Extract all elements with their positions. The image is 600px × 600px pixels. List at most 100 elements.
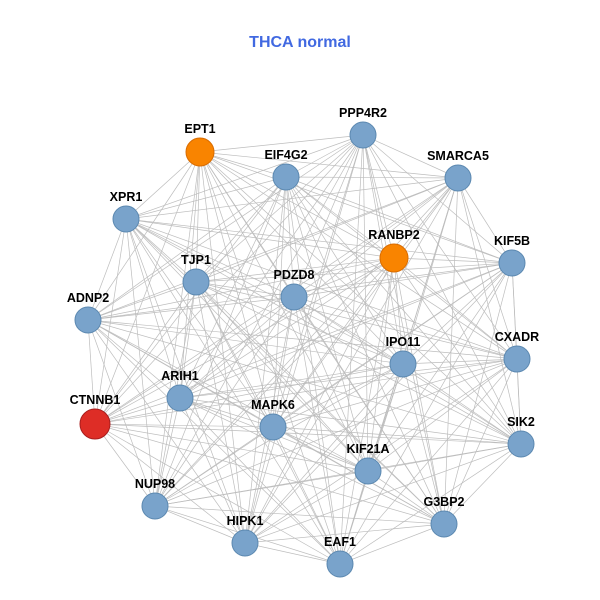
edge-RANBP2-EAF1 xyxy=(339,257,395,565)
node-label-SMARCA5: SMARCA5 xyxy=(427,149,489,163)
edge-EIF4G2-HIPK1 xyxy=(244,176,287,544)
edge-RANBP2-CXADR xyxy=(393,257,518,360)
edge-CTNNB1-G3BP2 xyxy=(94,423,445,525)
edge-KIF5B-CTNNB1 xyxy=(94,262,513,425)
edge-KIF21A-G3BP2 xyxy=(367,470,445,525)
edge-PDZD8-ADNP2 xyxy=(87,296,295,321)
edge-KIF5B-KIF21A xyxy=(367,262,513,472)
edge-SMARCA5-RANBP2 xyxy=(393,177,459,259)
edge-EIF4G2-TJP1 xyxy=(195,176,287,283)
node-KIF21A xyxy=(354,457,382,485)
node-PPP4R2 xyxy=(349,121,377,149)
edge-MAPK6-EAF1 xyxy=(272,426,341,565)
edge-PPP4R2-EIF4G2 xyxy=(285,134,364,178)
edge-NUP98-HIPK1 xyxy=(154,505,246,544)
edge-IPO11-SIK2 xyxy=(402,363,522,445)
edge-SMARCA5-PDZD8 xyxy=(293,177,459,298)
edge-CTNNB1-NUP98 xyxy=(94,423,156,507)
node-EPT1 xyxy=(185,137,215,167)
edge-EIF4G2-IPO11 xyxy=(285,176,404,365)
edge-KIF5B-EAF1 xyxy=(339,262,513,565)
edge-SIK2-EAF1 xyxy=(339,443,522,565)
edge-CXADR-CTNNB1 xyxy=(94,358,518,425)
edge-EPT1-EAF1 xyxy=(199,151,341,565)
node-NUP98 xyxy=(141,492,169,520)
edge-XPR1-EAF1 xyxy=(125,218,341,565)
node-ADNP2 xyxy=(74,306,102,334)
edge-ADNP2-SIK2 xyxy=(87,319,522,445)
edge-RANBP2-IPO11 xyxy=(393,257,404,365)
node-G3BP2 xyxy=(430,510,458,538)
node-PDZD8 xyxy=(280,283,308,311)
edge-SMARCA5-CXADR xyxy=(457,177,518,360)
node-label-ARIH1: ARIH1 xyxy=(161,369,199,383)
edge-PPP4R2-KIF5B xyxy=(362,134,513,264)
node-label-CXADR: CXADR xyxy=(495,330,539,344)
node-label-EPT1: EPT1 xyxy=(184,122,215,136)
edge-PPP4R2-HIPK1 xyxy=(244,134,364,544)
edge-TJP1-ARIH1 xyxy=(179,281,197,399)
edge-KIF5B-NUP98 xyxy=(154,262,513,507)
edge-SMARCA5-KIF5B xyxy=(457,177,513,264)
edge-TJP1-CXADR xyxy=(195,281,518,360)
edge-PDZD8-ARIH1 xyxy=(179,296,295,399)
edge-PDZD8-CXADR xyxy=(293,296,518,360)
edge-XPR1-NUP98 xyxy=(125,218,156,507)
edge-ARIH1-NUP98 xyxy=(154,397,181,507)
edge-EIF4G2-NUP98 xyxy=(154,176,287,507)
edge-RANBP2-KIF5B xyxy=(393,257,513,264)
edge-EIF4G2-G3BP2 xyxy=(285,176,445,525)
edge-EIF4G2-EAF1 xyxy=(285,176,341,565)
node-SMARCA5 xyxy=(444,164,472,192)
edge-ADNP2-CXADR xyxy=(87,319,518,360)
edge-ARIH1-SIK2 xyxy=(179,397,522,445)
edge-XPR1-TJP1 xyxy=(125,218,197,283)
edge-PPP4R2-EAF1 xyxy=(339,134,364,565)
edge-TJP1-ADNP2 xyxy=(87,281,197,321)
node-label-ADNP2: ADNP2 xyxy=(67,291,109,305)
edge-CTNNB1-KIF21A xyxy=(94,423,369,472)
edge-HIPK1-EAF1 xyxy=(244,542,341,565)
edge-PDZD8-KIF21A xyxy=(293,296,369,472)
node-CXADR xyxy=(503,345,531,373)
edge-SIK2-HIPK1 xyxy=(244,443,522,544)
edge-PDZD8-CTNNB1 xyxy=(94,296,295,425)
edge-KIF5B-TJP1 xyxy=(195,262,513,283)
edge-RANBP2-SIK2 xyxy=(393,257,522,445)
node-TJP1 xyxy=(182,268,210,296)
node-XPR1 xyxy=(112,205,140,233)
edge-CTNNB1-SIK2 xyxy=(94,423,522,445)
edge-TJP1-G3BP2 xyxy=(195,281,445,525)
edge-XPR1-IPO11 xyxy=(125,218,404,365)
edge-ARIH1-MAPK6 xyxy=(179,397,274,428)
edge-XPR1-CTNNB1 xyxy=(94,218,127,425)
edge-CXADR-SIK2 xyxy=(516,358,522,445)
node-IPO11 xyxy=(389,350,417,378)
node-label-CTNNB1: CTNNB1 xyxy=(70,393,121,407)
edge-MAPK6-KIF21A xyxy=(272,426,369,472)
edge-ADNP2-ARIH1 xyxy=(87,319,181,399)
edge-XPR1-CXADR xyxy=(125,218,518,360)
edge-PPP4R2-SMARCA5 xyxy=(362,134,459,179)
edges-layer xyxy=(87,134,522,565)
edge-MAPK6-HIPK1 xyxy=(244,426,274,544)
edge-TJP1-KIF21A xyxy=(195,281,369,472)
edge-PPP4R2-PDZD8 xyxy=(293,134,364,298)
edge-ADNP2-KIF21A xyxy=(87,319,369,472)
node-label-RANBP2: RANBP2 xyxy=(368,228,419,242)
edge-G3BP2-HIPK1 xyxy=(244,523,445,544)
edge-IPO11-CTNNB1 xyxy=(94,363,404,425)
edge-CTNNB1-EAF1 xyxy=(94,423,341,565)
edge-EPT1-CTNNB1 xyxy=(94,151,201,425)
edge-SMARCA5-XPR1 xyxy=(125,177,459,220)
edge-KIF5B-G3BP2 xyxy=(443,262,513,525)
node-label-PPP4R2: PPP4R2 xyxy=(339,106,387,120)
edge-CTNNB1-MAPK6 xyxy=(94,423,274,428)
node-label-NUP98: NUP98 xyxy=(135,477,175,491)
edge-CXADR-EAF1 xyxy=(339,358,518,565)
edge-XPR1-KIF5B xyxy=(125,218,513,264)
edge-PPP4R2-ADNP2 xyxy=(87,134,364,321)
edge-SIK2-G3BP2 xyxy=(443,443,522,525)
edge-EPT1-KIF5B xyxy=(199,151,513,264)
